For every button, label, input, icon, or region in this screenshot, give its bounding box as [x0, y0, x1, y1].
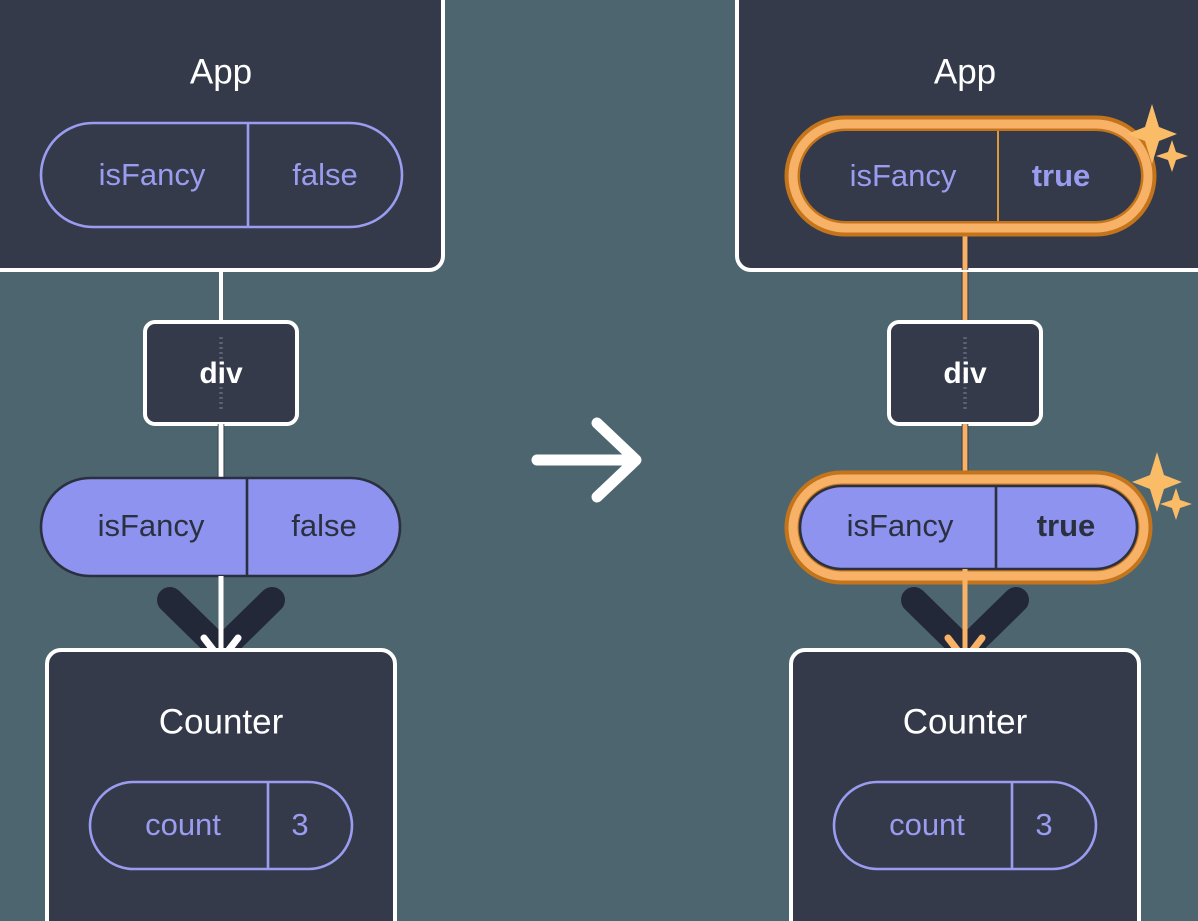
left-app-pill-key: isFancy — [99, 157, 206, 192]
left-counter-title: Counter — [159, 702, 284, 741]
transition-arrow-right-icon — [531, 417, 642, 503]
right-app-pill-highlight-ring-inner — [788, 119, 1153, 233]
right-app-sparkles-icon — [1127, 104, 1188, 172]
right-counter-box — [789, 648, 1141, 921]
right-prop-pill-highlight-ring-inner — [788, 474, 1149, 581]
left-prop-pill-key: isFancy — [98, 508, 205, 543]
left-div-label: div — [199, 357, 243, 390]
left-tree: App isFancy false div — [0, 0, 445, 921]
left-app-state-pill: isFancy false — [39, 121, 404, 229]
left-counter-box — [45, 648, 397, 921]
right-counter-state-pill: count 3 — [832, 780, 1098, 871]
right-prop-sparkles-icon — [1132, 452, 1192, 520]
left-app-pill-value: false — [292, 157, 357, 192]
right-div-label: div — [943, 357, 987, 390]
right-app-title: App — [934, 52, 996, 91]
left-app-box — [0, 0, 445, 272]
left-app-title: App — [190, 52, 252, 91]
right-counter-title: Counter — [903, 702, 1028, 741]
right-app-pill-key: isFancy — [850, 158, 957, 193]
left-counter-state-pill: count 3 — [88, 780, 354, 871]
left-prop-pill-value: false — [291, 508, 356, 543]
left-prop-pill: isFancy false — [39, 476, 402, 578]
right-counter-pill-value: 3 — [1035, 807, 1052, 842]
right-prop-pill-value: true — [1037, 508, 1096, 543]
left-counter-pill-key: count — [145, 807, 221, 842]
right-app-state-pill: isFancy true — [784, 115, 1157, 237]
right-prop-pill: isFancy true — [784, 470, 1153, 585]
right-counter-pill-key: count — [889, 807, 965, 842]
right-app-pill-value: true — [1032, 158, 1091, 193]
left-counter-pill-value: 3 — [291, 807, 308, 842]
right-tree: App isFancy true — [735, 0, 1198, 921]
right-prop-pill-key: isFancy — [847, 508, 954, 543]
